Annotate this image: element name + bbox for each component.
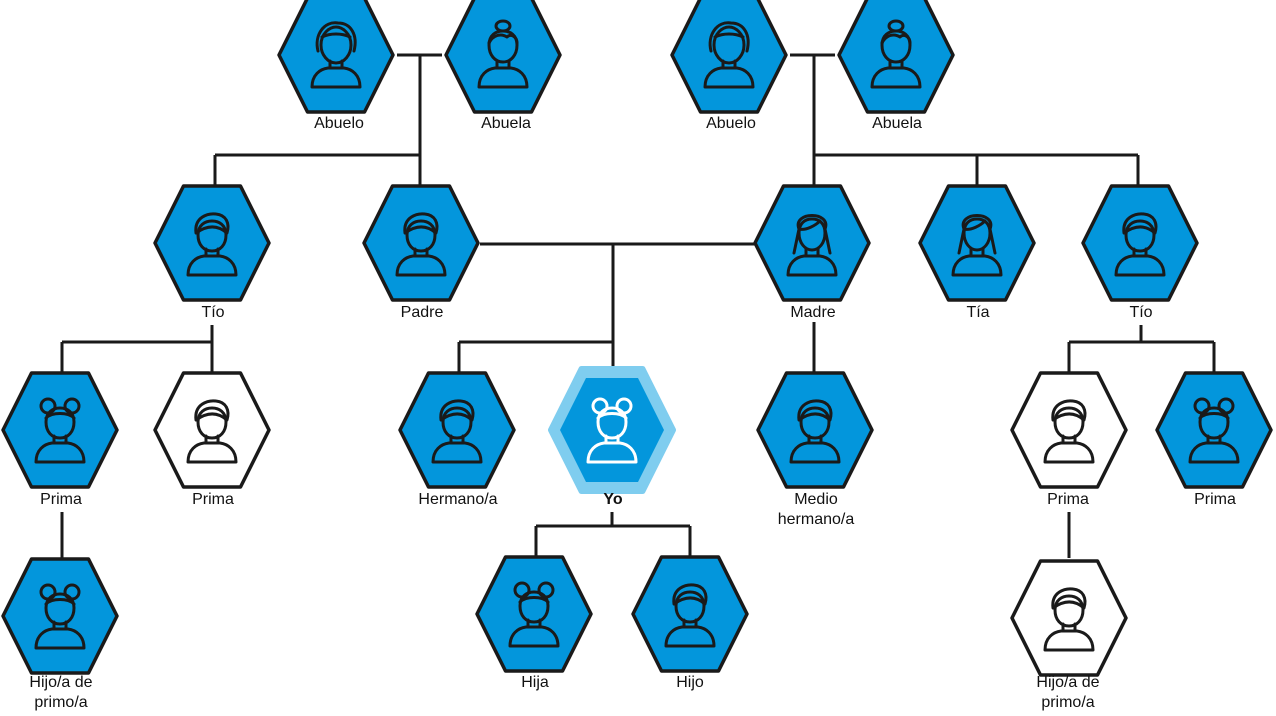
label-abuelo-paterno: Abuelo (314, 115, 364, 132)
hexagon-badge (362, 184, 480, 302)
person-node-abuelo-paterno (277, 0, 395, 114)
label-madre: Madre (790, 304, 836, 321)
label-abuela-materna: Abuela (872, 115, 922, 132)
person-node-padre (362, 184, 480, 302)
label-hermano: Hermano/a (418, 491, 498, 508)
person-node-abuelo-materno (670, 0, 788, 114)
hexagon-badge (277, 0, 395, 114)
woman-bun-icon (477, 19, 529, 89)
girl-buns-icon (1188, 397, 1240, 464)
tree-connectors (60, 53, 1216, 558)
hexagon-badge (1081, 184, 1199, 302)
label-padre: Padre (400, 304, 444, 321)
boy-icon (664, 583, 716, 648)
label-hijo: Hijo (676, 674, 704, 691)
hexagon-badge (398, 371, 516, 489)
label-yo: Yo (603, 491, 623, 508)
boy-icon (1114, 212, 1166, 277)
hexagon-badge (1010, 371, 1128, 489)
person-node-hijo (631, 555, 749, 673)
label-prima-3: Prima (1047, 491, 1089, 508)
person-node-tio-materno (1081, 184, 1199, 302)
label-tia-materna: Tía (966, 304, 990, 321)
person-node-hermano (398, 371, 516, 489)
hexagon-badge (1, 371, 119, 489)
hexagon-badge (444, 0, 562, 114)
man-icon (703, 21, 755, 89)
person-node-abuela-materna (837, 0, 955, 114)
label-hija: Hija (521, 674, 549, 691)
hexagon-badge (670, 0, 788, 114)
hexagon-badge (1010, 559, 1128, 677)
hexagon-badge (475, 555, 593, 673)
woman-bun-icon (870, 19, 922, 89)
hexagon-badge (1, 557, 119, 675)
tree-nodes (1, 0, 1273, 677)
girl-buns-icon (34, 397, 86, 464)
label-prima-2: Prima (192, 491, 234, 508)
person-node-prima-4 (1155, 371, 1273, 489)
boy-icon (1043, 399, 1095, 464)
boy-icon (395, 212, 447, 277)
person-node-prima-3 (1010, 371, 1128, 489)
person-node-hijo-primo-2 (1010, 559, 1128, 677)
girl-buns-icon (34, 583, 86, 650)
woman-hair-icon (786, 214, 838, 277)
hexagon-badge (153, 184, 271, 302)
hexagon-badge (837, 0, 955, 114)
hexagon-badge (560, 378, 664, 482)
person-node-medio-hermano (756, 371, 874, 489)
girl-buns-icon (586, 397, 638, 464)
boy-icon (1043, 587, 1095, 652)
man-icon (310, 21, 362, 89)
girl-buns-icon (508, 581, 560, 648)
person-node-yo (548, 366, 676, 494)
hexagon-badge (918, 184, 1036, 302)
label-tio-materno: Tío (1129, 304, 1153, 321)
person-node-hija (475, 555, 593, 673)
person-node-abuela-paterna (444, 0, 562, 114)
boy-icon (186, 212, 238, 277)
hexagon-badge (153, 371, 271, 489)
hexagon-badge (1155, 371, 1273, 489)
boy-icon (186, 399, 238, 464)
boy-icon (431, 399, 483, 464)
label-prima-4: Prima (1194, 491, 1236, 508)
label-tio-paterno: Tío (201, 304, 225, 321)
label-abuela-paterna: Abuela (481, 115, 531, 132)
person-node-tio-paterno (153, 184, 271, 302)
hexagon-badge (756, 371, 874, 489)
boy-icon (789, 399, 841, 464)
person-node-hijo-primo-1 (1, 557, 119, 675)
person-node-prima-1 (1, 371, 119, 489)
label-abuelo-materno: Abuelo (706, 115, 756, 132)
label-prima-1: Prima (40, 491, 82, 508)
hexagon-badge (631, 555, 749, 673)
woman-hair-icon (951, 214, 1003, 277)
hexagon-badge (753, 184, 871, 302)
person-node-tia-materna (918, 184, 1036, 302)
person-node-prima-2 (153, 371, 271, 489)
person-node-madre (753, 184, 871, 302)
